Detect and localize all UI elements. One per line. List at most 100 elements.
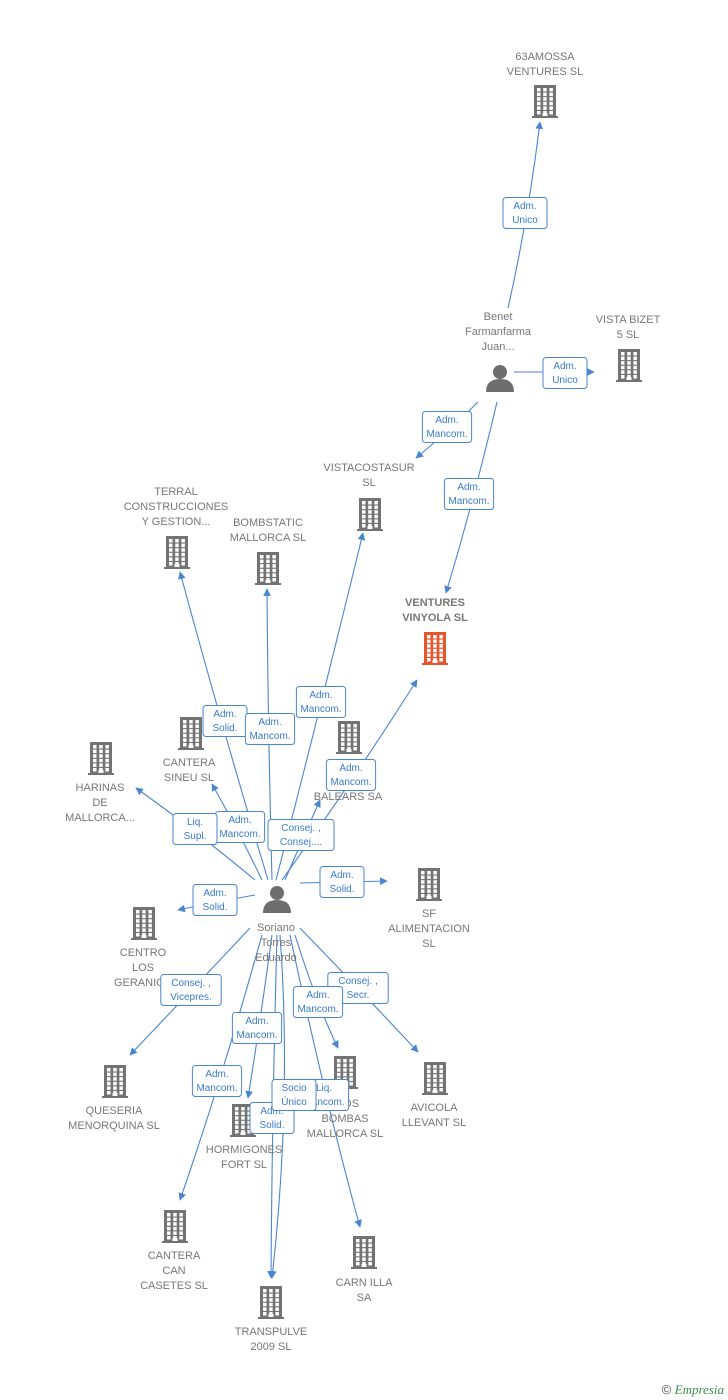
edge-label-box [295,686,347,718]
node-label-line: VISTACOSTASUR [323,462,414,474]
node-balears[interactable]: BALEARS SA [314,721,383,803]
edge-label-text: Adm. [260,1106,283,1117]
node-label-line: FORT SL [221,1159,267,1171]
edge-label[interactable]: Adm.Mancom. [325,759,377,791]
building-icon[interactable] [422,632,448,665]
edge-label[interactable]: Adm.Mancom. [421,411,473,443]
node-benet-farmanfarma[interactable]: BenetFarmanfarmaJuan... [465,311,532,392]
node-label-line: BALEARS SA [314,791,383,803]
building-icon[interactable] [88,742,114,775]
node-label-line: Farmanfarma [465,326,532,338]
node-label-line: VENTURES [405,597,465,609]
edge-label[interactable]: Adm.Unico [502,197,548,229]
edge-label[interactable]: Adm.Solid. [202,705,248,737]
edge-label[interactable]: Liq.Supl. [172,813,218,845]
edge-label[interactable]: Consej. ,Vicepres. [160,974,222,1006]
building-icon[interactable] [131,907,157,940]
building-icon[interactable] [102,1065,128,1098]
building-icon[interactable] [162,1210,188,1243]
edge-label-box [192,884,238,916]
building-icon[interactable] [164,536,190,569]
edge-label-text: Consej. , [338,976,377,987]
edge-label[interactable]: Adm. Mancom. [231,1012,283,1044]
brand-name[interactable]: Empresia [674,1382,724,1397]
footer-credit[interactable]: © Empresia [662,1382,724,1398]
edge-label-box [319,866,365,898]
edge-label[interactable]: Consej. ,Consej.... [267,819,335,851]
building-icon[interactable] [351,1236,377,1269]
node-label-line: Torres [261,937,292,949]
node-label-line: TERRAL [154,486,197,498]
edge-label-text: Adm. [245,1016,268,1027]
building-icon[interactable] [416,868,442,901]
copyright-icon: © [661,1382,672,1397]
edge-label-box [443,478,495,510]
node-harinas[interactable]: HARINASDEMALLORCA... [65,742,135,824]
building-icon[interactable] [616,349,642,382]
edge-label-text: Mancom. [303,1097,344,1108]
building-icon[interactable] [255,552,281,585]
node-label-line: 63AMOSSA [515,51,575,63]
edge-label-text: Adm. [435,415,458,426]
edge-label[interactable]: Adm.Mancom. [214,811,266,843]
building-icon[interactable] [532,85,558,118]
edge-label-text: Solid. [202,902,227,913]
building-icon[interactable] [422,1062,448,1095]
node-label-line: SF [422,908,436,920]
edge-label[interactable]: Adm.Mancom. [191,1065,243,1097]
edge-label-text: Mancom. [300,704,341,715]
edge-label[interactable]: Adm.Solid. [319,866,365,898]
edge-layer [129,121,595,1279]
edge-label[interactable]: Adm.Solid. [192,884,238,916]
edge-label[interactable]: Adm.Mancom. [443,478,495,510]
node-label-line: TRANSPULVE [235,1326,308,1338]
edge-label[interactable]: Adm.Mancom. [244,713,296,745]
building-icon[interactable] [258,1286,284,1319]
building-icon[interactable] [357,498,383,531]
edge-label-text: Liq. [187,817,203,828]
node-label-line: HARINAS [76,782,125,794]
node-label-line: MALLORCA SL [307,1128,383,1140]
node-label-line: LLEVANT SL [402,1117,466,1129]
edge-label-text: Consej. , [171,978,210,989]
node-label-line: Y GESTION... [142,516,211,528]
edge-label-text: Consej.... [280,837,322,848]
building-icon[interactable] [230,1104,256,1137]
edge-label-text: Adm. [513,201,536,212]
edge-label-layer: Adm.UnicoAdm.UnicoAdm.Mancom.Adm.Mancom.… [160,197,588,1134]
node-label-line: Soriano [257,922,295,934]
building-icon[interactable] [178,717,204,750]
edge-label[interactable]: Adm.Unico [542,357,588,389]
node-label-line: Benet [484,311,513,323]
node-label-line: HORMIGONES [206,1144,282,1156]
edge-label[interactable]: Adm.Mancom. [295,686,347,718]
building-icon[interactable] [336,721,362,754]
person-icon[interactable] [263,886,291,913]
node-label-line: BOMBAS [321,1113,368,1125]
node-label-line: LOS [132,962,154,974]
edge-label[interactable]: Adm.Mancom. [292,986,344,1018]
person-icon[interactable] [486,365,514,392]
edge-label-text: Adm. [213,709,236,720]
node-hormigones[interactable]: HORMIGONES FORT SL [206,1104,282,1171]
edge-label-text: Mancom. [236,1030,277,1041]
node-label-line: MENORQUINA SL [68,1120,160,1132]
edge-label-text: Mancom. [448,496,489,507]
node-label-line: 5 SL [617,329,640,341]
